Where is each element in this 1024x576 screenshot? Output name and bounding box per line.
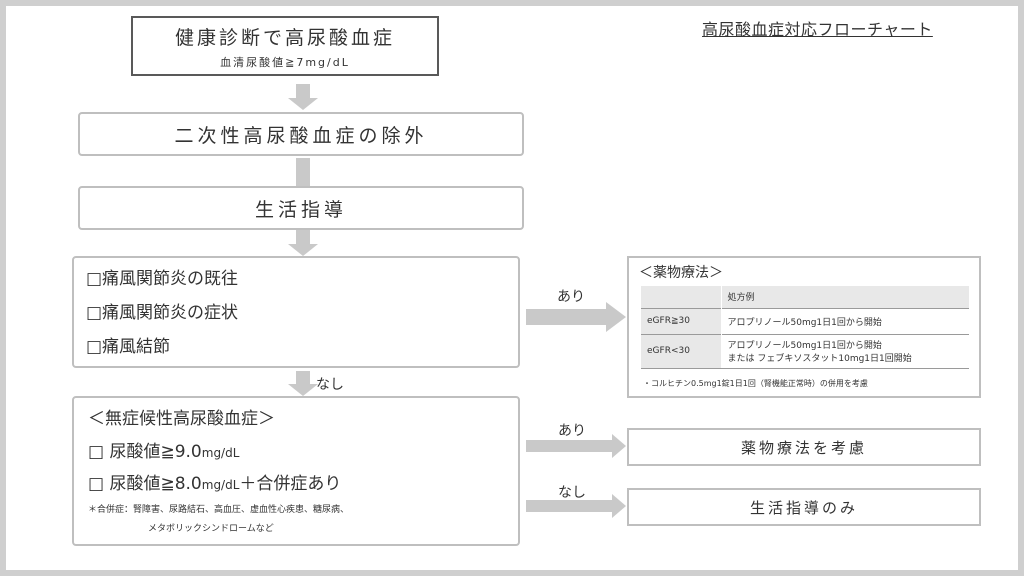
arrow-right-yes-1 [526, 302, 626, 332]
chart-title: 高尿酸血症対応フローチャート [702, 20, 933, 39]
label-no-2: なし [558, 485, 586, 501]
gout-check-box: □痛風関節炎の既往 □痛風関節炎の症状 □痛風結節 [72, 256, 520, 368]
lifestyle-guidance-box: 生活指導 [78, 186, 524, 230]
egfr-label: eGFR≧30 [641, 307, 722, 334]
label-yes-1: あり [557, 289, 585, 305]
criterion-9-text: □ 尿酸値≧9.0 [88, 442, 202, 462]
check-history: □痛風関節炎の既往 [86, 269, 239, 289]
prescription-line: アロプリノール50mg1日1回から開始 [727, 341, 882, 351]
criterion-8-text: □ 尿酸値≧8.0 [88, 474, 202, 494]
arrow-down-3 [288, 230, 318, 256]
arrow-down-4 [288, 371, 318, 396]
prescription-header: 処方例 [721, 286, 969, 308]
check-symptom: □痛風関節炎の症状 [86, 303, 239, 323]
asymptomatic-title: ＜無症候性高尿酸血症＞ [88, 409, 275, 429]
lifestyle-only-box: 生活指導のみ [627, 488, 981, 526]
prescription-table: 処方例 eGFR≧30 アロプリノール50mg1日1回から開始 eGFR<30 … [641, 286, 969, 369]
complication-note-2: メタボリックシンドロームなど [148, 524, 274, 534]
colchicine-note: ・コルヒチン0.5mg1錠1日1回（腎機能正常時）の併用を考慮 [643, 379, 868, 388]
start-criteria: 血清尿酸値≧7mg/dL [220, 55, 350, 69]
table-corner [641, 286, 722, 308]
drug-therapy-title: ＜薬物療法＞ [639, 265, 723, 281]
check-tophus: □痛風結節 [86, 337, 171, 357]
criterion-8-unit: mg/dL [201, 478, 240, 492]
criterion-8: □ 尿酸値≧8.0mg/dL＋合併症あり [88, 468, 504, 500]
drug-therapy-box: ＜薬物療法＞ 処方例 eGFR≧30 アロプリノール50mg1日1回から開始 e… [627, 256, 981, 398]
criterion-9-unit: mg/dL [201, 446, 240, 460]
egfr-label: eGFR<30 [641, 333, 722, 369]
asymptomatic-box: ＜無症候性高尿酸血症＞ □ 尿酸値≧9.0mg/dL □ 尿酸値≧8.0mg/d… [72, 396, 520, 546]
criterion-9: □ 尿酸値≧9.0mg/dL [88, 436, 504, 468]
prescription-cell: アロプリノール50mg1日1回から開始 [721, 307, 969, 334]
label-yes-2: あり [558, 423, 586, 439]
criterion-8-suffix: ＋合併症あり [239, 474, 342, 494]
exclude-secondary-box: 二次性高尿酸血症の除外 [78, 112, 524, 156]
consider-drug-box: 薬物療法を考慮 [627, 428, 981, 466]
label-no-1: なし [316, 377, 344, 393]
arrow-right-yes-2 [526, 434, 626, 458]
start-title: 健康診断で高尿酸血症 [174, 26, 395, 49]
table-row: eGFR≧30 アロプリノール50mg1日1回から開始 [641, 307, 969, 334]
arrow-right-no [526, 494, 626, 518]
prescription-cell: アロプリノール50mg1日1回から開始 または フェブキソスタット10mg1日1… [721, 333, 969, 369]
complication-note-1: ＊合併症：腎障害、尿路結石、高血圧、虚血性心疾患、糖尿病、 [88, 505, 350, 515]
prescription-line: または フェブキソスタット10mg1日1回開始 [727, 354, 912, 364]
start-box: 健康診断で高尿酸血症 血清尿酸値≧7mg/dL [131, 16, 439, 76]
table-row: eGFR<30 アロプリノール50mg1日1回から開始 または フェブキソスタッ… [641, 333, 969, 369]
arrow-down-1 [288, 84, 318, 110]
